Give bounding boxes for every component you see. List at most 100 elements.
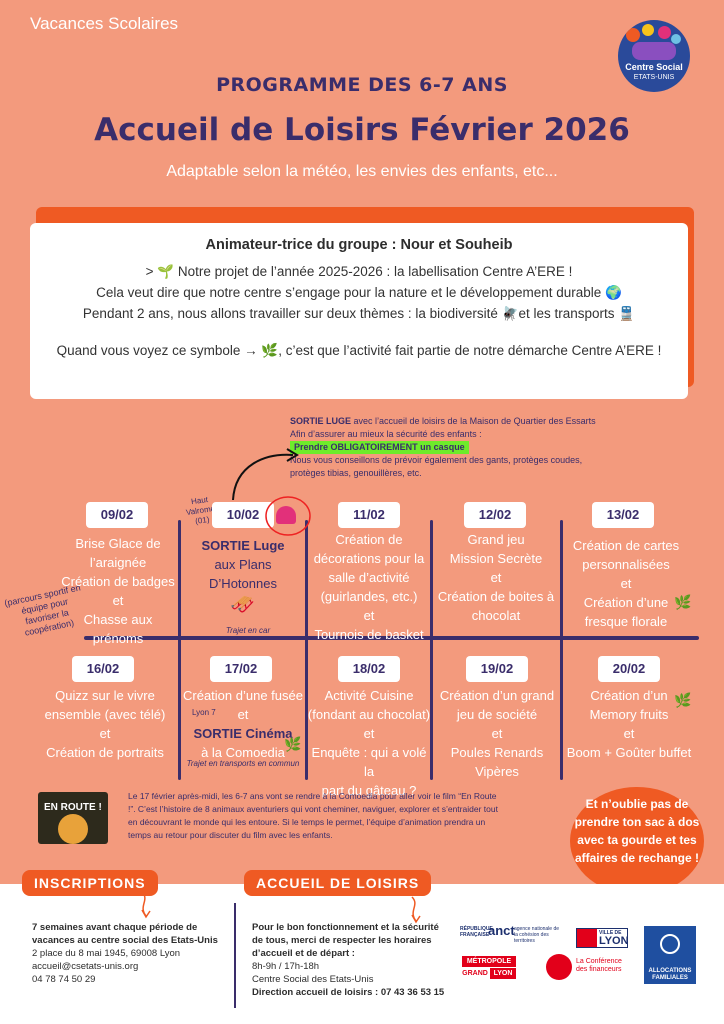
helmet-icon [276, 506, 296, 524]
aere-leaf-icon: 🌿 [284, 736, 302, 752]
inscriptions-tag: INSCRIPTIONS [22, 870, 158, 896]
caf-text: ALLOCATIONS FAMILIALES [648, 968, 692, 981]
top-label: Vacances Scolaires [30, 14, 179, 33]
grand-text: GRAND [462, 970, 488, 977]
activity-line: prénoms [92, 631, 144, 646]
symbol-line: Quand vous voyez ce symbole → 🌿, c’est q… [56, 343, 662, 358]
activity-line: fresque florale [584, 614, 668, 629]
project-line: > 🌱 Notre projet de l’année 2025-2026 : … [145, 264, 573, 279]
activity-line: D’Hotonnes [209, 576, 277, 591]
activity-line: aux Plans [214, 557, 272, 572]
centre-social-logo: Centre Social ETATS-UNIS [618, 20, 690, 92]
day-10-02: SORTIE Luge aux Plans D’Hotonnes [184, 536, 302, 593]
activity-line: Création de boites à [437, 589, 555, 604]
activity-line: l’araignée [89, 555, 147, 570]
divider [178, 520, 181, 780]
day-18-02: Activité Cuisine (fondant au chocolat) e… [306, 686, 432, 800]
date-09-02: 09/02 [86, 502, 148, 528]
activity-line: et [237, 707, 249, 722]
activity-line: Grand jeu [467, 532, 525, 547]
caf-logo: ALLOCATIONS FAMILIALES [644, 926, 696, 984]
activity-line: et [363, 726, 375, 741]
footer-separator [234, 903, 236, 1008]
info-card: Animateur-trice du groupe : Nour et Souh… [30, 223, 688, 399]
activity-line: et [99, 726, 111, 741]
lyon-text: LYON [599, 935, 629, 947]
curly-arrow-icon [411, 896, 421, 924]
activity-line: Chasse aux [83, 612, 153, 627]
activity-line: Création d’un grand [439, 688, 555, 703]
inscriptions-period: 7 semaines avant chaque période de vacan… [32, 922, 218, 946]
helmet-highlight: Prendre OBLIGATOIREMENT un casque [290, 441, 469, 454]
date-17-02: 17/02 [210, 656, 272, 682]
lyon2-text: LYON [490, 968, 516, 979]
activity-line: Création de portraits [46, 745, 164, 760]
reminder-bubble: Et n’oublie pas de prendre ton sac à dos… [570, 787, 704, 895]
ville-text: VILLE DE [599, 930, 622, 936]
film-description: Le 17 février après-midi, les 6-7 ans vo… [128, 791, 498, 840]
accueil-rules: Pour le bon fonctionnement et la sécurit… [252, 922, 439, 959]
divider [430, 520, 433, 780]
activity-line: ensemble (avec télé) [44, 707, 166, 722]
activity-line: et [623, 726, 635, 741]
activity-line: (fondant au chocolat) [307, 707, 431, 722]
activity-line: Brise Glace de [75, 536, 161, 551]
activity-line: et [620, 576, 632, 591]
luge-title: SORTIE LUGE [290, 416, 352, 426]
conference-logo-text: La Conférence des financeurs [576, 958, 622, 973]
day-20-02: Création d’un Memory fruits et Boom + Go… [566, 686, 692, 762]
logo-subtext: ETATS-UNIS [633, 74, 675, 81]
week-divider [84, 636, 699, 640]
activity-line: Vipères [475, 764, 519, 779]
trip-note: Trajet en car [225, 626, 271, 635]
activity-line: SORTIE Luge [201, 538, 285, 553]
page-subtitle: Adaptable selon la météo, les envies des… [166, 163, 558, 180]
divider [560, 520, 563, 780]
activity-line: et [490, 570, 502, 585]
red-circle-icon [265, 496, 311, 536]
luge-title-rest: avec l’accueil de loisirs de la Maison d… [351, 416, 596, 426]
activity-line: Création d’une [583, 595, 669, 610]
sled-kid-icon: 🛷 [230, 594, 255, 616]
activity-line: à la Comoedia [201, 745, 285, 760]
activity-line: et [491, 726, 503, 741]
activity-line: Création de badges [61, 574, 175, 589]
activity-line: Enquête : qui a volé la [311, 745, 427, 779]
date-16-02: 16/02 [72, 656, 134, 682]
activity-line: chocolat [471, 608, 521, 623]
day-09-02: Brise Glace de l’araignée Création de ba… [40, 534, 196, 648]
day-16-02: Quizz sur le vivre ensemble (avec télé) … [30, 686, 180, 762]
activity-line: Memory fruits [589, 707, 669, 722]
activity-line: Création de cartes [572, 538, 680, 553]
activity-line: jeu de société [456, 707, 538, 722]
day-19-02: Création d’un grand jeu de société et Po… [434, 686, 560, 781]
date-12-02: 12/02 [464, 502, 526, 528]
date-19-02: 19/02 [466, 656, 528, 682]
luge-note: SORTIE LUGE avec l’accueil de loisirs de… [290, 415, 660, 480]
metropole-text: MÉTROPOLE [462, 956, 516, 967]
program-heading: PROGRAMME DES 6-7 ANS [216, 74, 508, 96]
accueil-hours: 8h-9h / 17h-18h [252, 961, 320, 972]
ville-de-lyon-logo: VILLE DE LYON [576, 928, 629, 948]
inscriptions-email[interactable]: accueil@csetats-unis.org [32, 961, 139, 972]
day-12-02: Grand jeu Mission Secrète et Création de… [434, 530, 558, 625]
inscriptions-phone: 04 78 74 50 29 [32, 974, 96, 985]
activity-line: Activité Cuisine [324, 688, 414, 703]
trip-note: Trajet en transports en commun [186, 759, 300, 768]
luge-advice-2: protèges tibias, genouillères, etc. [290, 468, 422, 478]
activity-line: Création de [335, 532, 403, 547]
activity-line: salle d’activité [328, 570, 410, 585]
logo-text: Centre Social [625, 62, 683, 72]
film-poster-title: EN ROUTE ! [44, 802, 102, 813]
date-10-02: 10/02 [212, 502, 274, 528]
themes-line: Pendant 2 ans, nous allons travailler su… [82, 306, 636, 321]
aere-leaf-icon: 🌿 [674, 692, 692, 708]
day-17-02: Création d’une fusée et SORTIE Cinéma à … [180, 686, 306, 762]
accueil-tag: ACCUEIL DE LOISIRS [244, 870, 432, 896]
activity-line: Poules Renards [450, 745, 544, 760]
activity-line: et [112, 593, 124, 608]
divider [305, 520, 308, 780]
activity-line: (guirlandes, etc.) [320, 589, 418, 604]
date-13-02: 13/02 [592, 502, 654, 528]
day-11-02: Création de décorations pour la salle d’… [308, 530, 430, 644]
